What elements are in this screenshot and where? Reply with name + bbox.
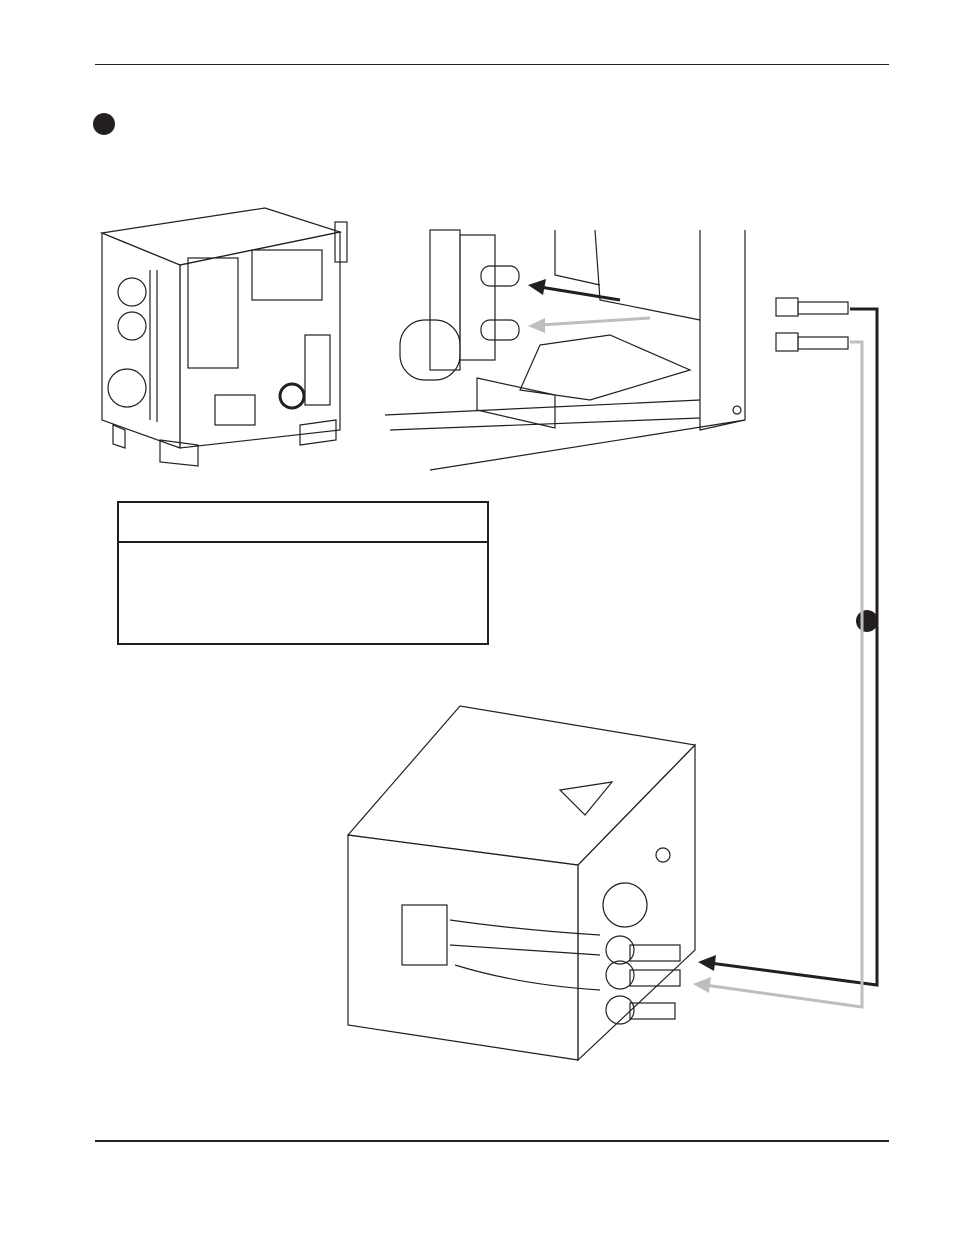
- power-supply-overview-illustration: [99, 207, 348, 467]
- callout-bullet-icon: [856, 610, 878, 632]
- coolant-fittings-detail-illustration: [384, 229, 849, 471]
- footer-rule: [95, 1140, 889, 1142]
- info-table-header: [119, 503, 487, 543]
- supply-coolant-line: [528, 279, 879, 987]
- warning-triangle-icon: [558, 781, 614, 816]
- ignition-console-illustration: [346, 705, 697, 1062]
- info-table: [117, 501, 489, 645]
- return-coolant-line: [528, 316, 864, 1009]
- step-bullet-icon: [93, 113, 115, 135]
- header-rule: [95, 64, 889, 65]
